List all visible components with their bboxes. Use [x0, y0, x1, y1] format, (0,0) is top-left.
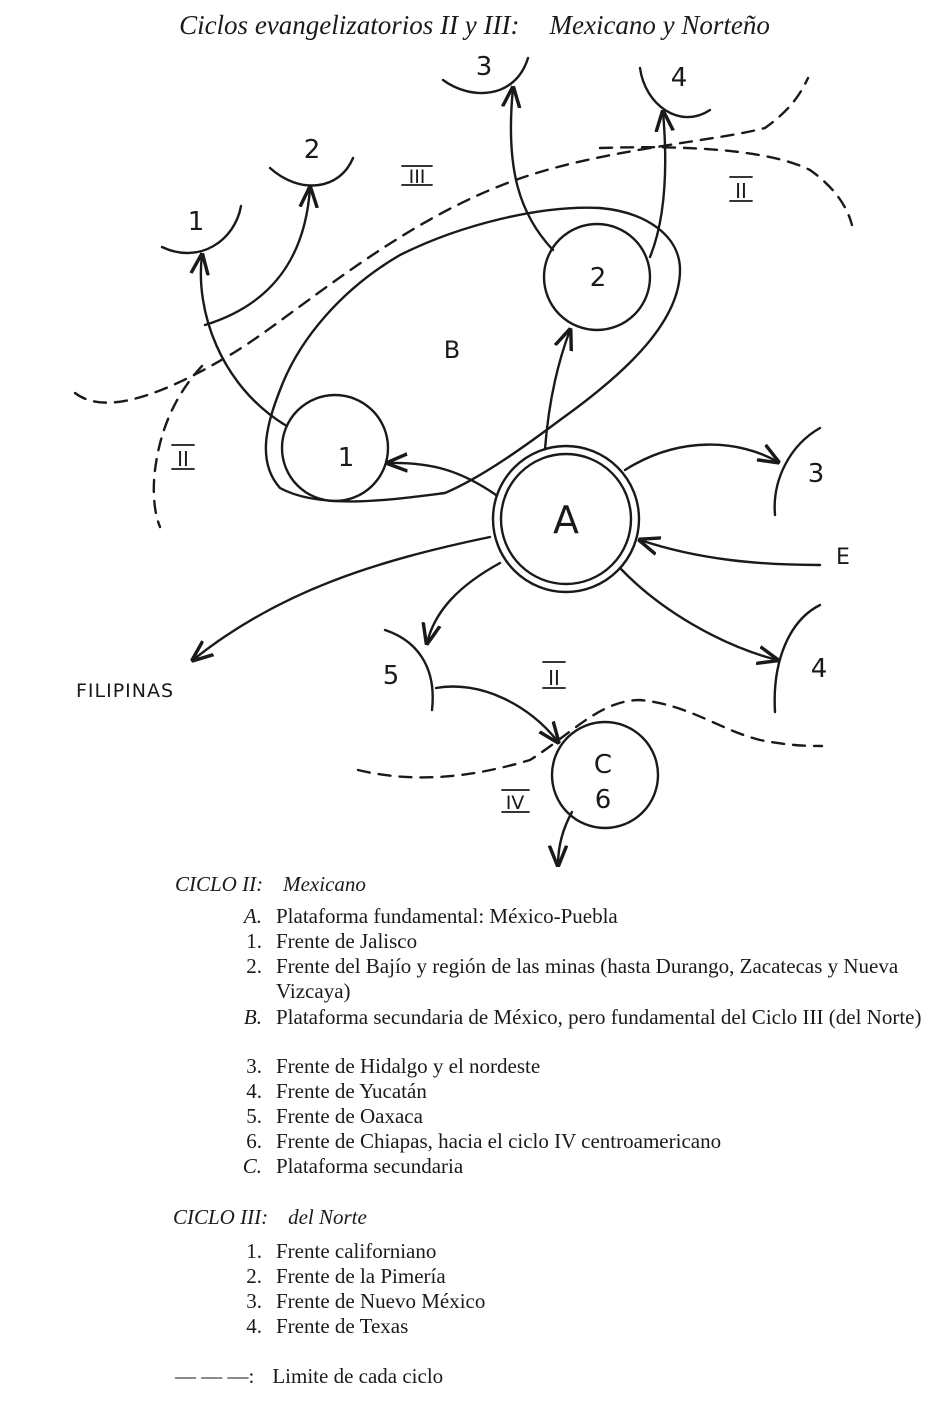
evangelization-diagram: A B C 1 2 3 4 5 6 1 2 3 4 III II II II I…	[73, 52, 854, 880]
legend-item: B. Plataforma secundaria de México, pero…	[226, 1005, 926, 1030]
arrow-c-to-southward	[558, 810, 574, 865]
legend-text: Plataforma secundaria de México, pero fu…	[276, 1005, 922, 1029]
legend-key: 3.	[246, 1054, 262, 1078]
cycle-3-subtitle: del Norte	[288, 1205, 367, 1229]
e-label: E	[836, 545, 850, 570]
legend-item: 4. Frente de Texas	[226, 1314, 926, 1339]
diagram-labels: A B C 1 2 3 4 5 6 1 2 3 4 III II II II I…	[76, 52, 850, 815]
arrow-a-to-node-2	[543, 330, 570, 451]
arrow-to-north-front-3	[511, 88, 555, 252]
cycle-mark-iv: IV	[506, 792, 525, 814]
node-a-inner-circle	[499, 452, 633, 586]
arrow-a-to-node-5	[427, 561, 502, 643]
diagram-title: Ciclos evangelizatorios II y III: Mexican…	[0, 10, 949, 41]
legend-item: A. Plataforma fundamental: México-Puebla	[226, 904, 926, 929]
node-2-circle	[542, 222, 652, 332]
legend-item: 4. Frente de Yucatán	[226, 1079, 926, 1104]
legend-key: 4.	[246, 1079, 262, 1103]
legend-key: 6.	[246, 1129, 262, 1153]
dash-legend: — — —: Limite de cada ciclo	[175, 1364, 443, 1389]
front-arcs	[160, 56, 822, 714]
legend-item: 3. Frente de Nuevo México	[226, 1289, 926, 1314]
platform-a-label: A	[553, 498, 579, 542]
node-2-label: 2	[590, 263, 607, 293]
platform-b-label: B	[444, 336, 460, 364]
node-5-label: 5	[383, 661, 400, 691]
cycle-2-heading-label: CICLO II:	[175, 872, 264, 896]
arrow-to-filipinas	[193, 535, 492, 660]
cycle-mark-ii-northeast: II	[735, 179, 747, 203]
legend-item: 2. Frente de la Pimería	[226, 1264, 926, 1289]
legend-item: 1. Frente californiano	[226, 1239, 926, 1264]
legend-text: Frente de la Pimería	[276, 1264, 446, 1288]
legend-item: 5. Frente de Oaxaca	[226, 1104, 926, 1129]
dash-symbol: — — —:	[175, 1364, 255, 1388]
title-part-2: Mexicano y Norteño	[549, 10, 770, 40]
cycle-3-heading: CICLO III: del Norte	[173, 1205, 367, 1230]
legend-text: Plataforma secundaria	[276, 1154, 464, 1178]
legend-key: 4.	[246, 1314, 262, 1338]
cycle-2-subtitle: Mexicano	[283, 872, 366, 896]
arrow-a-to-node-4	[618, 566, 777, 660]
north-front-4-label: 4	[671, 63, 688, 93]
legend-text: Frente de Hidalgo y el nordeste	[276, 1054, 541, 1078]
legend-key: 5.	[246, 1104, 262, 1128]
node-1-label: 1	[338, 443, 355, 473]
legend-text: Frente de Chiapas, hacia el ciclo IV cen…	[276, 1129, 722, 1153]
node-c-circle	[550, 720, 660, 830]
arrow-e-to-a	[640, 540, 822, 567]
node-3-label: 3	[808, 459, 825, 489]
arrow-a-to-node-3	[623, 443, 778, 472]
cycle-limit-lines	[73, 76, 854, 779]
north-front-3-label: 3	[476, 52, 493, 82]
legend-text: Frente de Texas	[276, 1314, 409, 1338]
legend-text: Frente de Nuevo México	[276, 1289, 486, 1313]
legend-item: 6. Frente de Chiapas, hacia el ciclo IV …	[226, 1129, 926, 1154]
legend-item: 3. Frente de Hidalgo y el nordeste	[226, 1054, 926, 1079]
legend-text: Frente de Jalisco	[276, 929, 418, 953]
legend-key: C.	[242, 1154, 262, 1178]
title-part-1: Ciclos evangelizatorios II y III:	[179, 10, 520, 40]
legend-key: B.	[243, 1005, 262, 1029]
legend-key: 2.	[246, 954, 262, 978]
node-6-label: 6	[595, 785, 612, 815]
arrow-to-north-front-2	[203, 188, 310, 327]
legend-key: 1.	[246, 1239, 262, 1263]
cycle-mark-iii: III	[409, 166, 426, 188]
legend-key: 3.	[246, 1289, 262, 1313]
cycle-2-heading: CICLO II: Mexicano	[175, 872, 366, 897]
legend-text: Frente de Yucatán	[276, 1079, 427, 1103]
node-1-circle	[280, 393, 390, 503]
node-4-label: 4	[811, 654, 828, 684]
platform-b-loop	[264, 206, 682, 503]
legend-item: 2. Frente del Bajío y región de las mina…	[226, 954, 926, 1004]
legend-text: Plataforma fundamental: México-Puebla	[276, 904, 618, 928]
arrow-node-5-to-c	[434, 685, 558, 742]
cycle-arrows	[193, 88, 822, 865]
arrow-to-north-front-1	[201, 255, 287, 427]
north-front-2-label: 2	[304, 135, 321, 165]
north-front-1-label: 1	[188, 207, 205, 237]
dash-legend-text: Limite de cada ciclo	[272, 1364, 444, 1388]
arrow-to-north-front-4	[648, 112, 665, 259]
filipinas-label: FILIPINAS	[76, 680, 174, 702]
legend-text: Frente de Oaxaca	[276, 1104, 423, 1128]
cycle-mark-ii-west: II	[177, 447, 189, 471]
cycle-mark-ii-south: II	[548, 666, 560, 690]
platform-c-label: C	[594, 750, 612, 780]
node-a-outer-circle	[491, 444, 641, 594]
cycle-3-heading-label: CICLO III:	[173, 1205, 269, 1229]
legend-text: Frente del Bajío y región de las minas (…	[276, 954, 899, 1003]
legend-item: 1. Frente de Jalisco	[226, 929, 926, 954]
legend-key: A.	[243, 904, 262, 928]
cycle-mark-bars	[171, 165, 753, 813]
legend-key: 1.	[246, 929, 262, 953]
arrow-a-to-node-1	[388, 463, 498, 497]
legend-text: Frente californiano	[276, 1239, 437, 1263]
legend-key: 2.	[246, 1264, 262, 1288]
legend-item: C. Plataforma secundaria	[226, 1154, 926, 1179]
